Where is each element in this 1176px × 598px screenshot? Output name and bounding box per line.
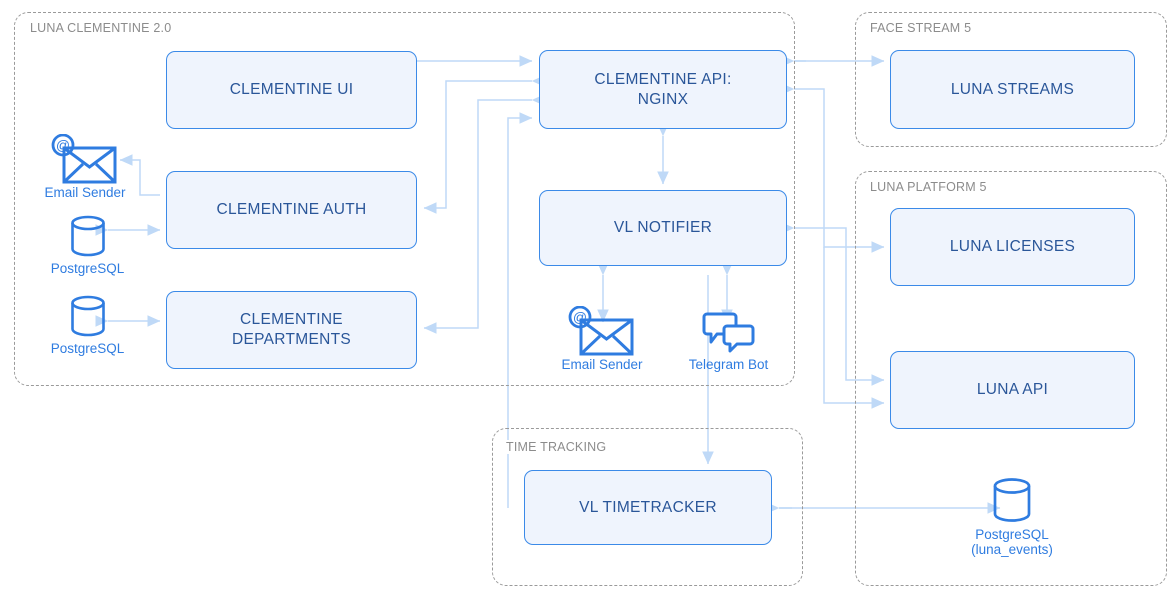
node-clementine-departments[interactable]: CLEMENTINE DEPARTMENTS (166, 291, 417, 369)
conn-timetracker-to-api (507, 112, 533, 508)
group-face-stream (855, 12, 1167, 147)
conn-auth-to-email (119, 154, 160, 196)
telegram-bot-label: Telegram Bot (688, 357, 769, 372)
svg-text:@: @ (573, 309, 587, 325)
email-icon: @ (49, 133, 121, 184)
node-luna-licenses[interactable]: LUNA LICENSES (890, 208, 1135, 286)
conn-api-to-departments (423, 94, 545, 334)
node-luna-streams[interactable]: LUNA STREAMS (890, 50, 1135, 129)
postgres-label: PostgreSQL (50, 341, 125, 356)
group-time-tracking (492, 428, 803, 586)
email-icon: @ (566, 305, 638, 356)
node-clementine-auth[interactable]: CLEMENTINE AUTH (166, 171, 417, 249)
conn-notifier-to-lunaapi (781, 222, 885, 386)
icon-node-email-sender-auth[interactable]: @ Email Sender (35, 133, 135, 200)
svg-text:@: @ (56, 137, 70, 153)
group-label-luna-clementine: LUNA CLEMENTINE 2.0 (28, 21, 174, 35)
icon-node-email-sender-notifier[interactable]: @ Email Sender (552, 305, 652, 372)
database-icon (64, 292, 112, 340)
database-icon (64, 212, 112, 260)
group-label-face-stream: FACE STREAM 5 (868, 21, 974, 35)
telegram-icon (697, 310, 761, 356)
icon-node-telegram-bot[interactable]: Telegram Bot (680, 310, 777, 372)
email-sender-label: Email Sender (44, 185, 126, 200)
icon-node-postgres-departments[interactable]: PostgreSQL (40, 292, 135, 356)
node-clementine-ui[interactable]: CLEMENTINE UI (166, 51, 417, 129)
node-luna-api[interactable]: LUNA API (890, 351, 1135, 429)
icon-node-postgres-auth[interactable]: PostgreSQL (40, 212, 135, 276)
node-clementine-api-nginx[interactable]: CLEMENTINE API: NGINX (539, 50, 787, 129)
node-vl-notifier[interactable]: VL NOTIFIER (539, 190, 787, 266)
node-vl-timetracker[interactable]: VL TIMETRACKER (524, 470, 772, 545)
group-luna-platform (855, 171, 1167, 586)
group-label-luna-platform: LUNA PLATFORM 5 (868, 180, 989, 194)
group-luna-clementine (14, 12, 795, 386)
postgres-label: PostgreSQL (50, 261, 125, 276)
email-sender-label: Email Sender (561, 357, 643, 372)
group-label-time-tracking: TIME TRACKING (504, 440, 609, 454)
icon-node-postgres-luna-events[interactable]: PostgreSQL (luna_events) (963, 474, 1061, 557)
database-icon (986, 474, 1038, 526)
postgres-luna-events-label: PostgreSQL (luna_events) (971, 527, 1053, 558)
